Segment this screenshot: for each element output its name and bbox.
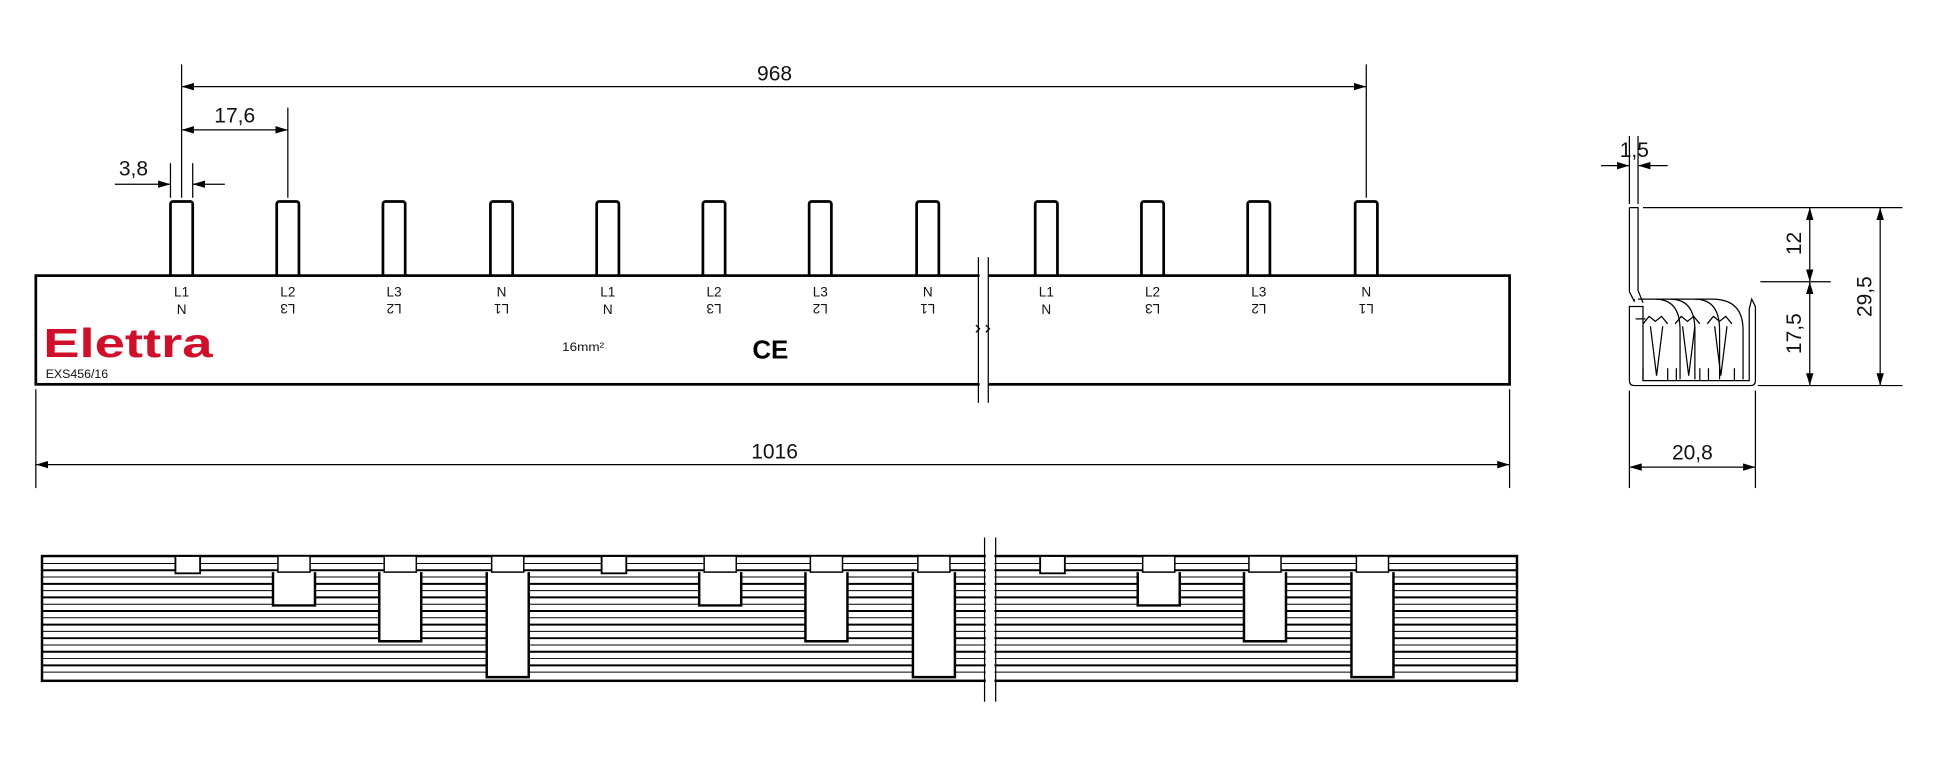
model-number: EXS456/16 — [46, 367, 109, 381]
slot — [804, 572, 849, 643]
dimension-total-height: 29,5 — [1854, 276, 1877, 317]
dimension-body-height: 17,5 — [1783, 313, 1806, 354]
pin-label-bottom: L3 — [1145, 301, 1160, 316]
pin — [915, 200, 941, 280]
pin-label-top: L3 — [1251, 285, 1266, 300]
pin — [275, 200, 301, 280]
tab — [174, 555, 202, 575]
pin-label-top: L2 — [1145, 285, 1160, 300]
pin-label-bottom: L2 — [387, 301, 402, 316]
slot-top — [1248, 555, 1282, 573]
slot — [485, 572, 530, 679]
tab — [600, 555, 628, 575]
slot-top — [703, 555, 737, 573]
pin-label-bottom: L2 — [813, 301, 828, 316]
pin-label-top: L2 — [706, 285, 721, 300]
slot — [271, 572, 317, 607]
dimension-pin-height: 12 — [1783, 232, 1806, 255]
cross-section-label: 16mm² — [562, 340, 604, 354]
pin — [1140, 200, 1166, 280]
pin-label-top: N — [923, 285, 933, 300]
pin-span-value: 968 — [757, 62, 792, 85]
pin-label-bottom: L1 — [1359, 301, 1374, 316]
slot-top — [490, 555, 525, 573]
pin-label-top: L3 — [813, 285, 828, 300]
pin-label-top: N — [1361, 285, 1371, 300]
dimension-total-length: 1016 — [35, 389, 1511, 489]
total-length-value: 1016 — [751, 440, 798, 463]
slot-top — [277, 555, 311, 573]
pin-label-bottom: N — [603, 302, 613, 317]
front-view: L1NL2L3L3L2NL1L1NL2L3L3L2NL1L1NL2L3L3L2N… — [34, 200, 1511, 403]
bottom-view — [40, 537, 1519, 705]
pin — [381, 200, 407, 280]
slot-top — [1141, 555, 1176, 573]
pin — [807, 200, 833, 280]
pin-label-bottom: L1 — [920, 301, 935, 316]
break-zigzag — [975, 324, 991, 333]
pin-width-value: 3,8 — [119, 158, 148, 181]
slot-top — [809, 555, 844, 573]
slot — [1350, 572, 1395, 679]
pin-label-top: N — [497, 285, 507, 300]
slot — [1136, 572, 1181, 607]
slot-top — [383, 555, 418, 573]
slot — [1242, 572, 1288, 643]
pin-thickness-value: 1,5 — [1620, 139, 1649, 162]
pin-label-bottom: N — [1041, 302, 1051, 317]
slot — [378, 572, 423, 643]
brand-logo: Elettra — [43, 320, 213, 366]
dimension-pin-thickness: 1,5 — [1600, 136, 1668, 204]
bottom-outline — [40, 554, 1519, 683]
dimension-pin-span: 968 — [180, 62, 1367, 198]
pin — [701, 200, 727, 280]
pin-label-top: L1 — [174, 285, 189, 300]
pin-labels: L1NL2L3L3L2NL1L1NL2L3L3L2NL1L1NL2L3L3L2N… — [174, 285, 1374, 317]
pin-label-bottom: L3 — [280, 301, 295, 316]
slot — [697, 572, 743, 607]
ce-mark: CE — [752, 336, 788, 364]
pin-label-top: L2 — [280, 285, 295, 300]
dimension-heights: 12 17,5 29,5 — [1642, 207, 1903, 387]
pin-label-top: L1 — [600, 285, 615, 300]
pin — [1246, 200, 1272, 280]
pin-label-bottom: L3 — [706, 301, 721, 316]
pin — [1353, 200, 1379, 280]
pin-label-bottom: L1 — [494, 301, 509, 316]
tab — [1039, 555, 1066, 575]
dimension-body-width: 20,8 — [1628, 390, 1757, 489]
pin — [595, 200, 621, 280]
pin-label-top: L3 — [387, 285, 402, 300]
pin-label-bottom: L2 — [1251, 301, 1266, 316]
slot — [911, 572, 957, 679]
busbar-body — [34, 274, 1511, 386]
pin-label-bottom: N — [177, 302, 187, 317]
pin — [1033, 200, 1059, 280]
slot-top — [1355, 555, 1390, 573]
side-view — [1628, 207, 1757, 387]
slot-top — [917, 555, 951, 573]
dimension-pin-width: 3,8 — [114, 158, 225, 198]
break-gap — [985, 538, 995, 705]
pin-label-top: L1 — [1039, 285, 1054, 300]
pin — [489, 200, 515, 280]
pin-pitch-value: 17,6 — [214, 104, 255, 127]
pins — [169, 200, 1379, 280]
break-gap — [979, 259, 989, 401]
pin — [169, 200, 195, 280]
dimension-pin-pitch: 17,6 — [181, 104, 289, 198]
body-width-value: 20,8 — [1672, 442, 1713, 465]
